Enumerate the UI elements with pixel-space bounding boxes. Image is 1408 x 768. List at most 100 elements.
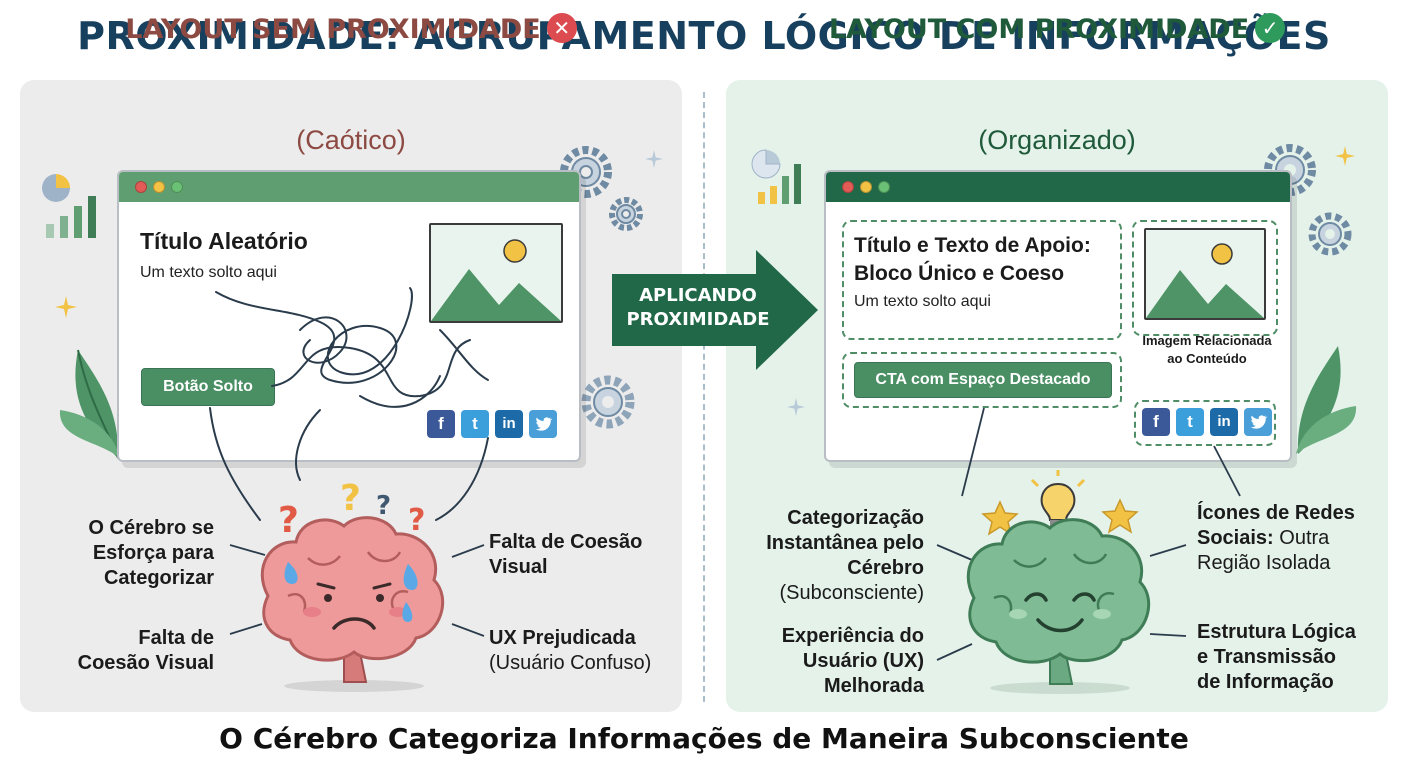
right-arrow xyxy=(612,250,818,370)
label-line: Instantânea pelo xyxy=(766,532,924,554)
label-line: Região Isolada xyxy=(1197,552,1331,574)
label-line: Melhorada xyxy=(823,675,924,697)
linkedin-icon[interactable]: in xyxy=(495,410,523,438)
sparkle-icon xyxy=(645,150,663,168)
loose-button[interactable]: Botão Solto xyxy=(141,368,275,406)
panel-divider xyxy=(703,92,705,702)
image-placeholder xyxy=(1144,228,1266,320)
page-title: PROXIMIDADE: AGRUPAMENTO LÓGICO DE INFOR… xyxy=(77,14,1331,58)
sparkle-icon xyxy=(1335,146,1355,166)
image-caption-line2: ao Conteúdo xyxy=(1167,351,1247,366)
image-placeholder xyxy=(429,223,563,323)
label-line: Esforça para xyxy=(92,542,214,564)
label-instant-categorization: Categorização Instantânea pelo Cérebro (… xyxy=(740,506,924,606)
organized-layout-window: Título e Texto de Apoio: Bloco Único e C… xyxy=(824,170,1292,462)
left-panel-heading: LAYOUT SEM PROXIMIDADE✕ xyxy=(20,13,682,45)
maximize-dot-icon xyxy=(878,181,890,193)
happy-brain-icon xyxy=(966,470,1151,694)
facebook-icon[interactable]: f xyxy=(427,410,455,438)
close-dot-icon xyxy=(135,181,147,193)
tumblr-icon[interactable]: t xyxy=(1176,408,1204,436)
label-line: UX Prejudicada xyxy=(489,627,636,649)
label-line: Falta de xyxy=(138,627,214,649)
social-icons-group: f t in xyxy=(427,410,557,438)
twitter-bird-icon[interactable] xyxy=(529,410,557,438)
label-line: Usuário (UX) xyxy=(802,650,924,672)
maximize-dot-icon xyxy=(171,181,183,193)
label-ux-harmed: UX Prejudicada (Usuário Confuso) xyxy=(489,626,675,676)
label-line: (Subconsciente) xyxy=(779,582,924,604)
sparkle-icon xyxy=(787,398,805,416)
arrow-label-line2: PROXIMIDADE xyxy=(626,309,770,330)
label-line: Cérebro xyxy=(847,557,924,579)
arrow-label-line1: APLICANDO xyxy=(639,285,757,306)
random-title: Título Aleatório xyxy=(140,228,308,254)
label-line: Visual xyxy=(489,556,548,578)
close-dot-icon xyxy=(842,181,854,193)
svg-text:?: ? xyxy=(376,491,391,521)
analytics-chart-icon xyxy=(751,149,801,204)
cohesive-title-line2: Bloco Único e Coeso xyxy=(854,262,1065,285)
social-icons-group: f t in xyxy=(1142,408,1272,436)
minimize-dot-icon xyxy=(153,181,165,193)
right-panel-heading: LAYOUT COM PROXIMIDADE✓ xyxy=(726,13,1388,45)
landscape-image-icon xyxy=(1146,243,1264,318)
label-line: Coesão Visual xyxy=(77,652,214,674)
right-panel-subheading: (Organizado) xyxy=(978,125,1136,155)
support-text: Um texto solto aqui xyxy=(854,293,991,310)
minimize-dot-icon xyxy=(860,181,872,193)
svg-text:?: ? xyxy=(408,503,425,538)
cohesive-title: Título e Texto de Apoio: Bloco Único e C… xyxy=(854,232,1091,288)
right-heading-text: LAYOUT COM PROXIMIDADE xyxy=(828,14,1250,45)
label-brain-effort: O Cérebro se Esforça para Categorizar xyxy=(44,516,214,591)
svg-text:?: ? xyxy=(278,500,299,541)
label-normal-part: Outra xyxy=(1273,527,1330,549)
label-logical-structure: Estrutura Lógica e Transmissão de Inform… xyxy=(1197,620,1387,695)
label-line: de Informação xyxy=(1197,671,1334,693)
text-group-box xyxy=(842,220,1122,340)
left-panel-subheading: (Caótico) xyxy=(296,125,406,155)
label-line: e Transmissão xyxy=(1197,646,1336,668)
linkedin-icon[interactable]: in xyxy=(1210,408,1238,436)
twitter-bird-icon[interactable] xyxy=(1244,408,1272,436)
gear-icon xyxy=(581,375,635,429)
social-group-box xyxy=(1134,400,1276,446)
landscape-image-icon xyxy=(431,239,561,321)
label-line: Categorização xyxy=(787,507,924,529)
check-circle-icon: ✓ xyxy=(1255,13,1286,43)
x-circle-icon: ✕ xyxy=(546,13,577,43)
cta-button[interactable]: CTA com Espaço Destacado xyxy=(854,362,1112,398)
label-line: Ícones de Redes xyxy=(1197,502,1355,524)
label-lack-cohesion-right: Falta de Coesão Visual xyxy=(489,530,669,580)
label-line: (Usuário Confuso) xyxy=(489,652,652,674)
image-caption-line1: Imagem Relacionada xyxy=(1142,333,1272,348)
confused-brain-icon: ? ? ? ? xyxy=(260,478,445,692)
tangled-lines xyxy=(209,287,489,521)
loose-text: Um texto solto aqui xyxy=(140,264,277,281)
leaf-icon xyxy=(59,349,120,459)
image-group-box xyxy=(1132,220,1278,336)
label-ux-improved: Experiência do Usuário (UX) Melhorada xyxy=(740,624,924,699)
facebook-icon[interactable]: f xyxy=(1142,408,1170,436)
tumblr-icon[interactable]: t xyxy=(461,410,489,438)
window-titlebar xyxy=(119,172,579,202)
label-bold-part: Sociais: xyxy=(1197,527,1274,549)
label-line: Categorizar xyxy=(103,567,214,589)
analytics-chart-icon xyxy=(42,174,96,238)
window-titlebar xyxy=(826,172,1290,202)
arrow-label: APLICANDO PROXIMIDADE xyxy=(618,284,778,332)
label-social-icons: Ícones de Redes Sociais: Outra Região Is… xyxy=(1197,501,1387,576)
leaf-icon xyxy=(1296,346,1357,454)
label-line: Falta de Coesão xyxy=(489,531,643,553)
sparkle-icon xyxy=(55,296,77,318)
label-line: Experiência do xyxy=(781,625,924,647)
chaotic-layout-window: Título Aleatório Um texto solto aqui Bot… xyxy=(117,170,581,462)
cohesive-title-line1: Título e Texto de Apoio: xyxy=(854,234,1091,257)
cta-group-box xyxy=(842,352,1122,408)
label-line: O Cérebro se xyxy=(88,517,214,539)
label-lack-cohesion-left: Falta de Coesão Visual xyxy=(44,626,214,676)
label-line: Estrutura Lógica xyxy=(1197,621,1356,643)
image-caption: Imagem Relacionada ao Conteúdo xyxy=(1124,332,1290,368)
svg-text:?: ? xyxy=(340,478,361,519)
